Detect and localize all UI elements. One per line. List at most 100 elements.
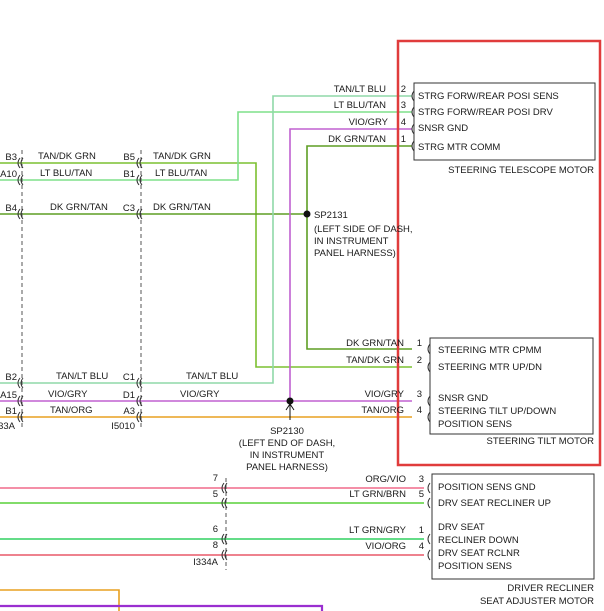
wire-labels-telescope: TAN/LT BLU LT BLU/TAN VIO/GRY DK GRN/TAN… xyxy=(328,84,406,145)
cavity-mid-2 xyxy=(136,174,143,186)
tilt-pin-1: 1 xyxy=(417,338,422,349)
cavity-mid-4 xyxy=(136,377,143,389)
tel-func-1: STRG MTR COMM xyxy=(418,142,500,153)
splice-sp2130-label: SP2130 (LEFT END OF DASH, IN INSTRUMENT … xyxy=(239,426,335,473)
recl-pin-5: 5 xyxy=(213,489,218,500)
recl-func-1-cont: RECLINER DOWN xyxy=(438,535,519,546)
recl-pin-c4: 4 xyxy=(419,541,424,552)
recl-func-5: DRV SEAT RECLINER UP xyxy=(438,498,551,509)
tilt-motor-title: STEERING TILT MOTOR xyxy=(486,436,594,447)
cavity-left-6 xyxy=(17,411,24,423)
cavity-left-2 xyxy=(17,174,24,186)
cavity-tilt-1 xyxy=(427,343,431,355)
mid-connector-id: I5010 xyxy=(111,421,135,432)
recl-pin-c1: 1 xyxy=(419,525,424,536)
tilt-pin-3: 3 xyxy=(417,389,422,400)
recliner-motor-title-2: SEAT ADJUSTER MOTOR xyxy=(480,596,594,607)
splice-sp2131-dot xyxy=(303,210,311,218)
wire-label-dk-grn-tan-2: DK GRN/TAN xyxy=(153,202,211,213)
recl-pin-7: 7 xyxy=(213,473,218,484)
tilt-func-4: STEERING TILT UP/DOWN xyxy=(438,406,556,417)
tilt-wire-2: TAN/DK GRN xyxy=(346,355,404,366)
left-pin-b4: B4 xyxy=(5,203,17,214)
tilt-wire-4: TAN/ORG xyxy=(361,405,404,416)
recl-pin-8: 8 xyxy=(213,540,218,551)
recliner-motor-title-1: DRIVER RECLINER xyxy=(507,583,594,594)
cavity-mid-5 xyxy=(136,395,143,407)
cavity-tel-4 xyxy=(411,123,415,135)
tilt-motor-labels: STEERING MTR CPMM STEERING MTR UP/DN SNS… xyxy=(438,345,594,447)
connector-cavities xyxy=(17,90,431,561)
tel-wire-3: LT BLU/TAN xyxy=(334,100,386,111)
tel-func-2: STRG FORW/REAR POSI SENS xyxy=(418,91,559,102)
tel-pin-2: 2 xyxy=(401,84,406,95)
wire-label-vio-gry-2: VIO/GRY xyxy=(180,389,220,400)
wire-labels-recliner: ORG/VIO LT GRN/BRN LT GRN/GRY VIO/ORG 3 … xyxy=(349,474,424,552)
telescope-motor-box xyxy=(413,82,596,161)
cavity-left-3 xyxy=(17,208,24,220)
wire-label-tan-dk-grn-2: TAN/DK GRN xyxy=(153,151,211,162)
cavity-tilt-3 xyxy=(427,395,431,407)
tel-pin-4: 4 xyxy=(401,117,406,128)
cavity-left-4 xyxy=(17,377,24,389)
left-pin-a15: A15 xyxy=(0,390,17,401)
tel-func-3: STRG FORW/REAR POSI DRV xyxy=(418,107,553,118)
cavity-mid-6 xyxy=(136,411,143,423)
recliner-connector-labels: 7 5 6 8 I334A xyxy=(193,473,218,568)
mid-connector-labels: B5 B1 C3 C1 D1 A3 I5010 xyxy=(111,152,135,432)
mid-pin-c3: C3 xyxy=(123,203,135,214)
tel-pin-3: 3 xyxy=(401,100,406,111)
tel-wire-4: VIO/GRY xyxy=(349,117,389,128)
wire-label-tan-lt-blu-2: TAN/LT BLU xyxy=(186,371,238,382)
tilt-pin-2: 2 xyxy=(417,355,422,366)
recl-wire-3: ORG/VIO xyxy=(365,474,406,485)
recl-func-4: DRV SEAT RCLNR xyxy=(438,548,520,559)
recl-wire-4: VIO/ORG xyxy=(365,541,406,552)
cavity-left-1 xyxy=(17,157,24,169)
tilt-motor-box xyxy=(429,337,594,435)
sp2130-name: SP2130 xyxy=(270,426,304,437)
recl-func-3: POSITION SENS GND xyxy=(438,482,536,493)
cavity-mid-1 xyxy=(136,157,143,169)
mid-pin-b5: B5 xyxy=(123,152,135,163)
tilt-pin-4: 4 xyxy=(417,405,422,416)
cavity-left-5 xyxy=(17,395,24,407)
cavity-mid-3 xyxy=(136,208,143,220)
wire-labels-tilt: DK GRN/TAN TAN/DK GRN VIO/GRY TAN/ORG 1 … xyxy=(346,338,422,416)
highlight-box xyxy=(396,39,602,467)
cavity-recl-c1 xyxy=(427,482,431,494)
connector-dash-lines xyxy=(21,150,227,570)
sp2131-name: SP2131 xyxy=(314,210,348,221)
wire-bottom-purple xyxy=(0,604,324,611)
splice-sp2130-arrow xyxy=(285,403,295,420)
sp2131-line3: PANEL HARNESS) xyxy=(314,248,396,259)
left-pin-b3: B3 xyxy=(5,152,17,163)
cavity-recl-3 xyxy=(221,533,228,545)
tilt-func-extra: POSITION SENS xyxy=(438,419,512,430)
sp2130-line2: IN INSTRUMENT xyxy=(250,450,325,461)
cavity-recl-1 xyxy=(221,482,228,494)
tilt-wire-1: DK GRN/TAN xyxy=(346,338,404,349)
left-pin-b1: B1 xyxy=(5,406,17,417)
recl-func-4-cont: POSITION SENS xyxy=(438,561,512,572)
sp2131-line1: (LEFT SIDE OF DASH, xyxy=(314,224,413,235)
wire-bottom-orange xyxy=(0,589,120,611)
sp2130-line3: PANEL HARNESS) xyxy=(246,462,328,473)
tel-wire-1: DK GRN/TAN xyxy=(328,134,386,145)
left-connector-id: 33A xyxy=(0,421,16,432)
mid-pin-a3: A3 xyxy=(123,406,135,417)
recl-pin-c3: 3 xyxy=(419,474,424,485)
left-pin-b2: B2 xyxy=(5,372,17,383)
tel-wire-2: TAN/LT BLU xyxy=(334,84,386,95)
recl-connector-id: I334A xyxy=(193,557,218,568)
cavity-tilt-4 xyxy=(427,411,431,423)
wires xyxy=(0,95,424,611)
recl-func-1: DRV SEAT xyxy=(438,522,485,533)
cavity-recl-c3 xyxy=(427,533,431,545)
wire-tan-dk-grn xyxy=(0,162,412,368)
recliner-motor-labels: POSITION SENS GND DRV SEAT RECLINER UP D… xyxy=(438,482,594,607)
cavity-recl-2 xyxy=(221,497,228,509)
mid-pin-c1: C1 xyxy=(123,372,135,383)
wire-lt-blu-tan xyxy=(0,111,412,181)
wire-label-tan-dk-grn-1: TAN/DK GRN xyxy=(38,151,96,162)
